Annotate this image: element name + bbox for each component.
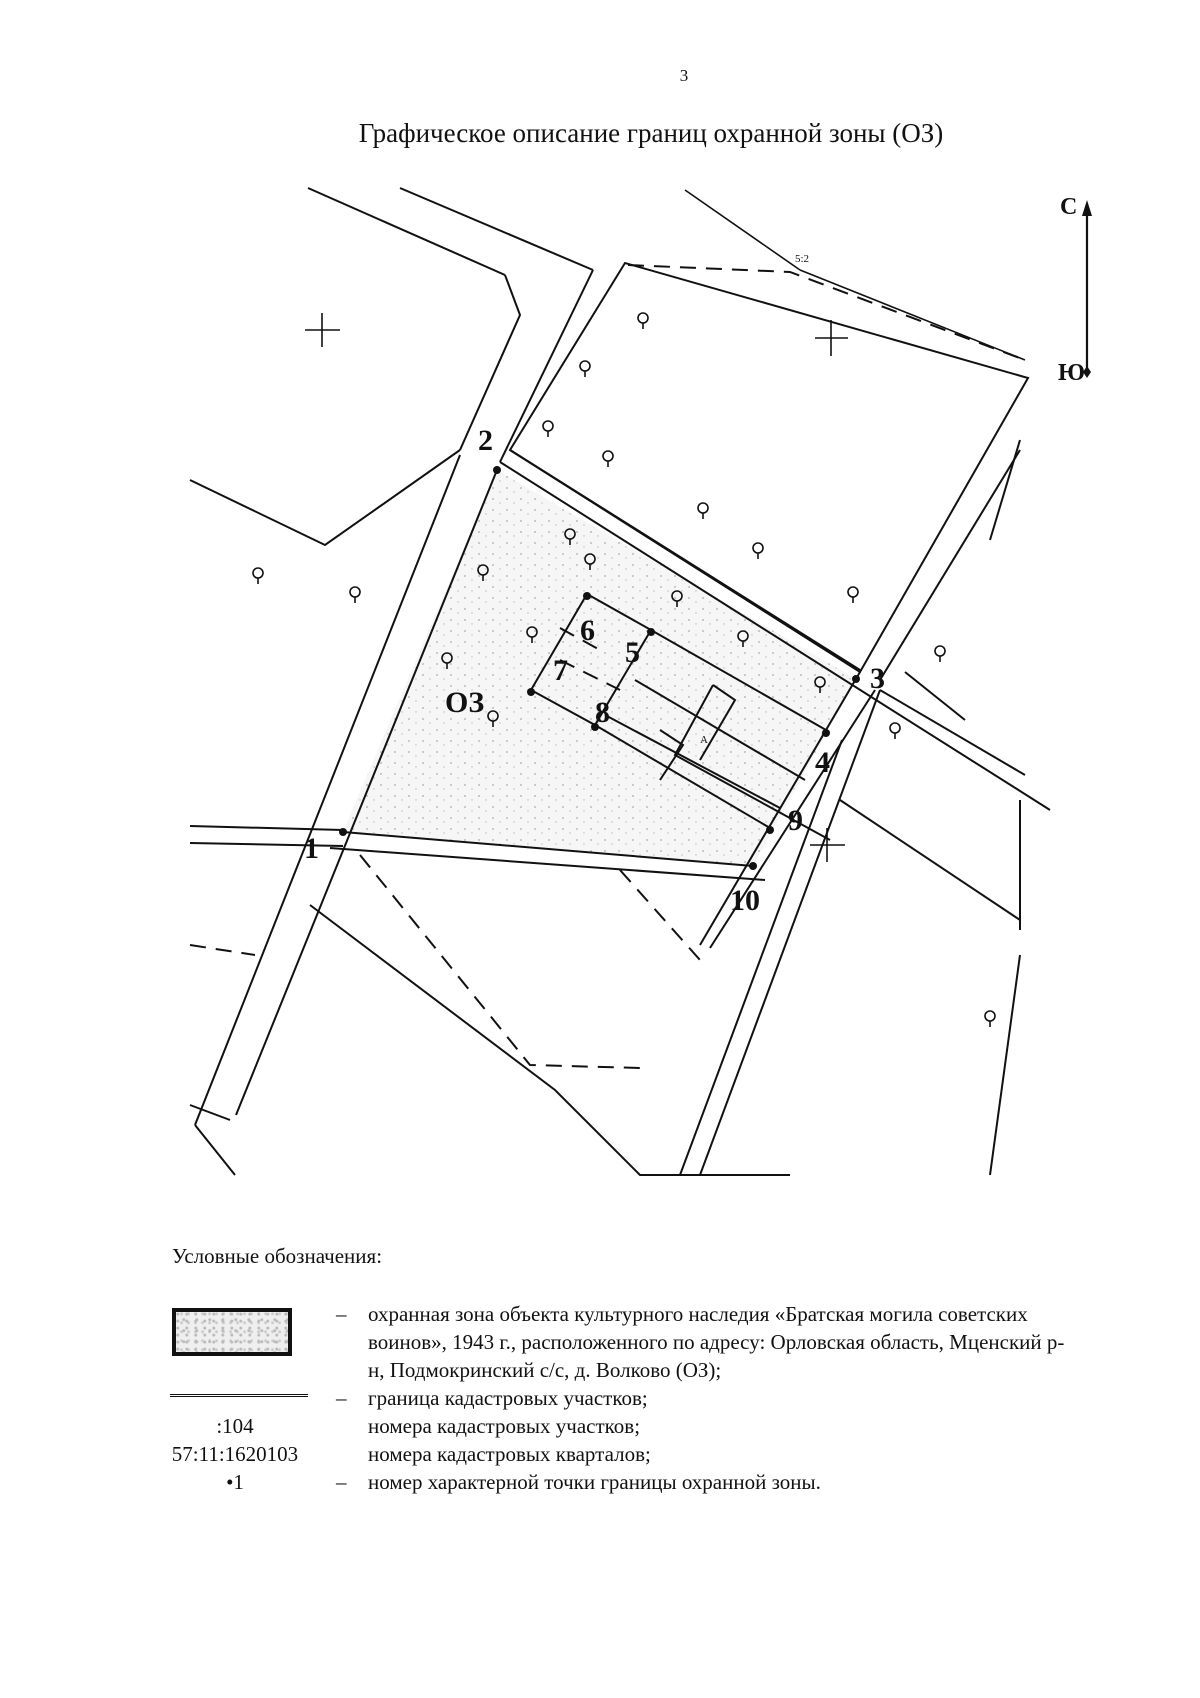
point-label-4: 4 [815, 746, 830, 779]
point-10 [749, 862, 757, 870]
point-2 [493, 466, 501, 474]
point-9 [766, 826, 774, 834]
boundary-points [339, 466, 860, 870]
legend-symbol-point: •1 [226, 1470, 244, 1494]
point-label-10: 10 [730, 884, 760, 917]
point-5 [647, 628, 655, 636]
zone-label: ОЗ [445, 686, 484, 719]
legend-dash: – [336, 1302, 347, 1326]
legend-item-boundary: граница кадастровых участков; [368, 1386, 648, 1410]
point-1 [339, 828, 347, 836]
point-4 [822, 729, 830, 737]
north-arrow: С Ю [1058, 194, 1092, 386]
page-number: 3 [679, 66, 689, 85]
legend-dash: – [336, 1386, 347, 1410]
point-7 [527, 688, 535, 696]
point-6 [583, 592, 591, 600]
point-labels: 1 2 3 4 5 6 7 8 9 10 [304, 424, 885, 917]
monument-mark: А [700, 734, 708, 746]
legend-item-point-number: номер характерной точки границы охранной… [368, 1470, 821, 1494]
dashed-boundaries [189, 264, 1026, 1069]
point-label-7: 7 [553, 654, 568, 687]
legend-item-parcel-numbers: номера кадастровых участков; [368, 1414, 641, 1438]
document-title: Графическое описание границ охранной зон… [358, 118, 944, 148]
south-label: Ю [1058, 360, 1085, 386]
parcel-boundaries [189, 187, 1051, 1176]
point-3 [852, 675, 860, 683]
north-label: С [1060, 194, 1077, 220]
boundary-line-icon [170, 1394, 308, 1397]
legend-item-zone: охранная зона объекта культурного наслед… [368, 1302, 1065, 1382]
point-label-8: 8 [595, 696, 610, 729]
legend-symbol-parcel: :104 [216, 1414, 254, 1438]
legend-item-quarter-numbers: номера кадастровых кварталов; [368, 1442, 651, 1466]
point-label-9: 9 [788, 804, 803, 837]
protection-zone-area [343, 470, 856, 866]
point-label-1: 1 [304, 832, 319, 865]
dashed-mark: 5:2 [795, 253, 809, 265]
grid-crosses [305, 313, 848, 862]
legend-title: Условные обозначения: [172, 1244, 383, 1268]
legend-dash: – [336, 1470, 347, 1494]
point-label-5: 5 [625, 636, 640, 669]
zone-swatch-icon [172, 1308, 292, 1356]
point-label-2: 2 [478, 424, 493, 457]
legend-symbol-quarter: 57:11:1620103 [171, 1442, 299, 1466]
point-label-3: 3 [870, 662, 885, 695]
point-label-6: 6 [580, 614, 595, 647]
point-8 [591, 723, 599, 731]
